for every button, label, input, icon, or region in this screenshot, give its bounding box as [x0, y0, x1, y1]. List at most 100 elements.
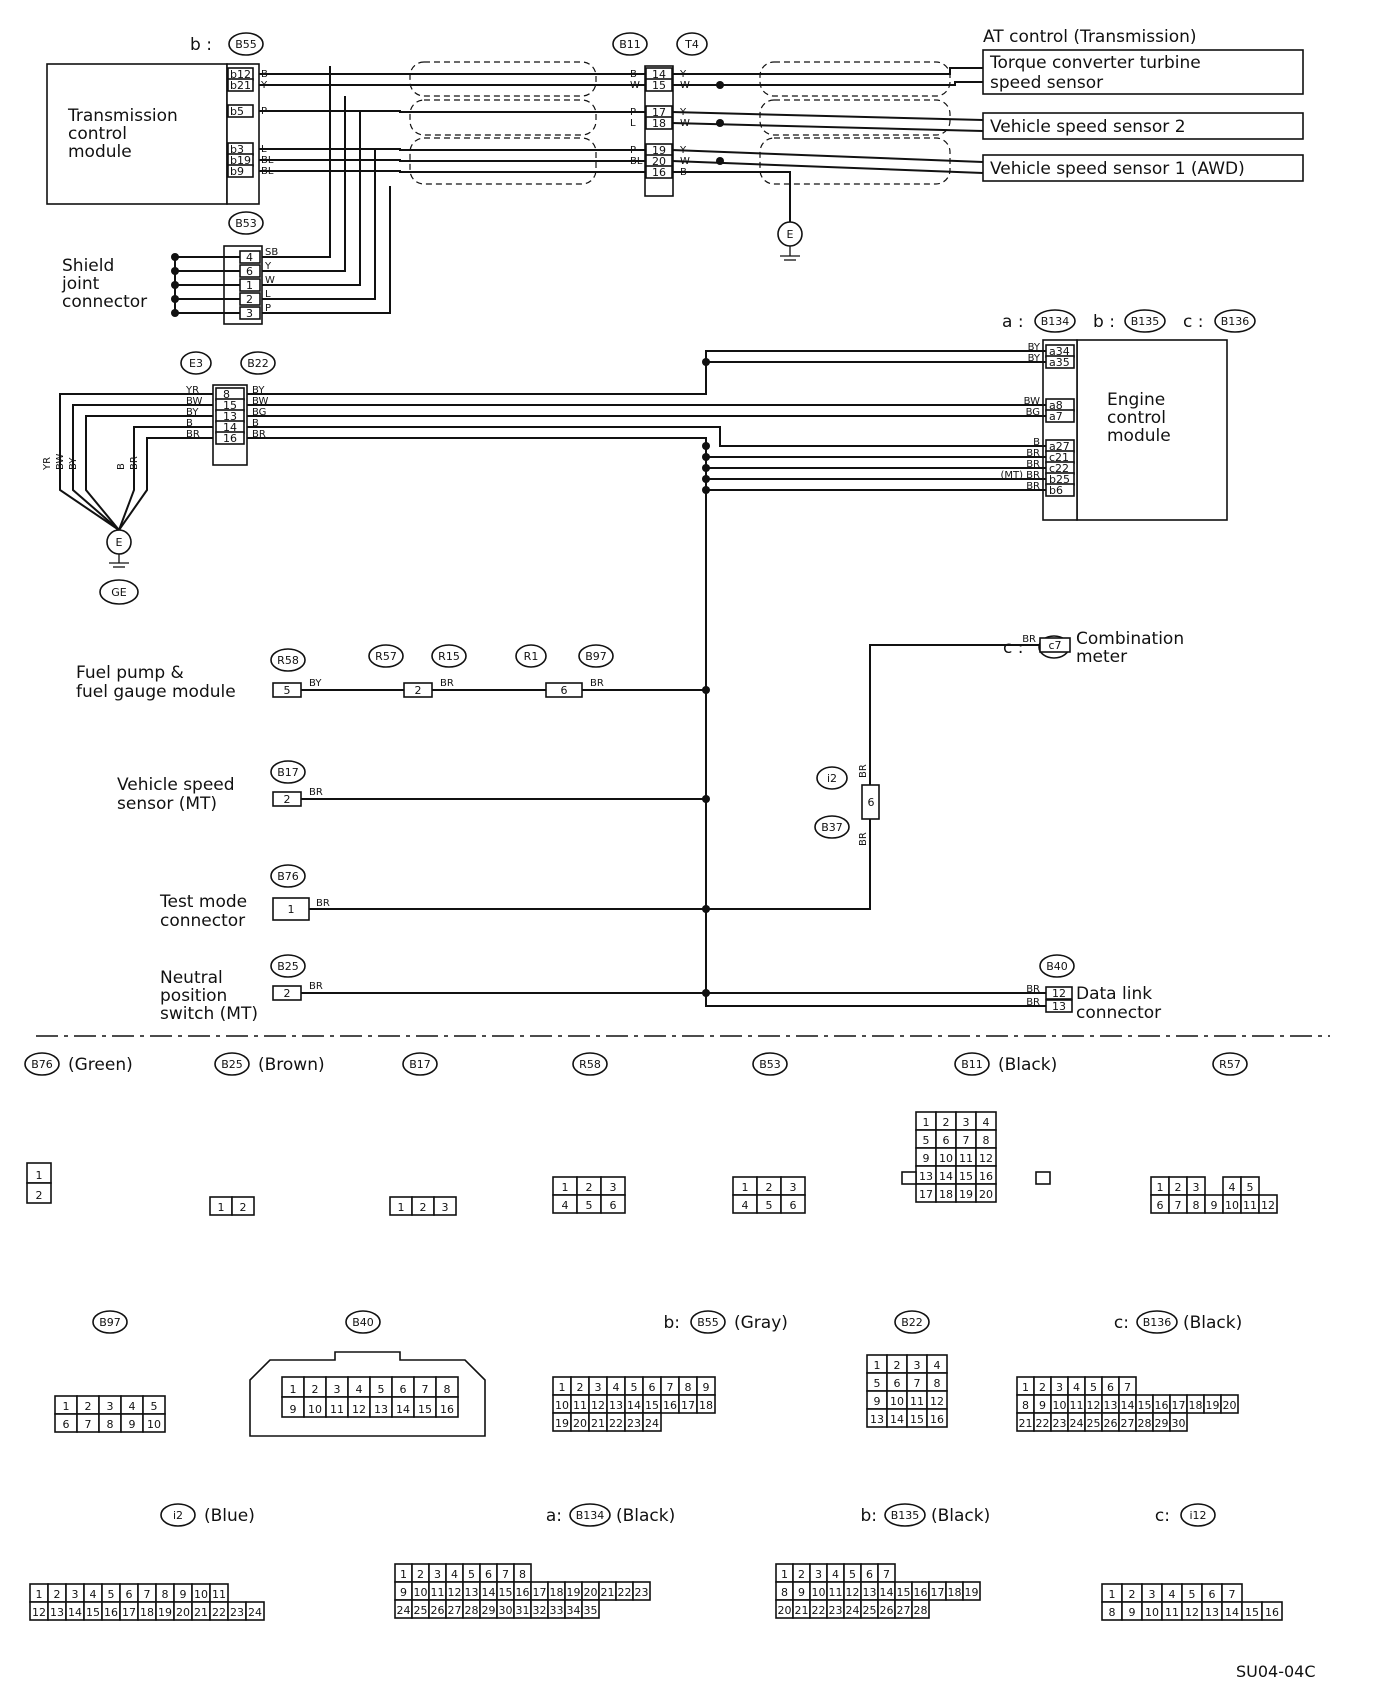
i12-wire-code: BR: [1022, 634, 1036, 645]
view-b134-cell-num: 27: [448, 1604, 462, 1617]
view-bubble: [884, 1503, 926, 1527]
b22-pin-14: 14: [223, 421, 237, 434]
view-b11-cell-num: 19: [959, 1188, 973, 1201]
e3-wire-code: B: [186, 418, 193, 429]
view-bubble: [214, 1052, 250, 1076]
b22-pin-8: 8: [223, 388, 230, 401]
view-b11-cell-num: 2: [943, 1116, 950, 1129]
ecm-wire-code: B: [1033, 437, 1040, 448]
ecm-pin-a27: a27: [1049, 440, 1070, 453]
view-code: B55: [697, 1316, 719, 1329]
neutral-label-2: position: [160, 986, 227, 1006]
vss1-label: Vehicle speed sensor 1 (AWD): [990, 159, 1245, 179]
view-b40-cell-num: 8: [444, 1383, 451, 1396]
view-b135-cell-num: 16: [914, 1586, 928, 1599]
svg-text:B37: B37: [821, 821, 843, 834]
view-b22-cell-num: 2: [894, 1359, 901, 1372]
view-b11-cell-num: 12: [979, 1152, 993, 1165]
view-i12-cell-num: 3: [1149, 1588, 1156, 1601]
view-b134-cell-num: 3: [434, 1568, 441, 1581]
view-i12-cell-num: 5: [1189, 1588, 1196, 1601]
view-code: B97: [99, 1316, 121, 1329]
fuel-label-1: Fuel pump &: [76, 663, 184, 683]
turbine-label-1: Torque converter turbine: [989, 53, 1201, 73]
view-i12-cell-num: 4: [1169, 1588, 1176, 1601]
view-i2-cell-num: 14: [68, 1606, 82, 1619]
view-b11-cell-num: 16: [979, 1170, 993, 1183]
view-b134-cell-num: 13: [465, 1586, 479, 1599]
bubble-b40: B40: [1039, 954, 1075, 978]
view-i2-cell-num: 21: [194, 1606, 208, 1619]
tcm-label-2: control: [68, 124, 127, 144]
tcm-b11-wire: [259, 148, 646, 151]
b53-wire-code: SB: [265, 247, 278, 258]
r1-pin-num: 6: [561, 684, 568, 697]
view-b22-cell-num: 11: [910, 1395, 924, 1408]
view-b135-cell-num: 14: [880, 1586, 894, 1599]
view-b97-cell-num: 2: [85, 1400, 92, 1413]
ecm-pin-a8: a8: [1049, 399, 1063, 412]
vertical-wire-code: YR: [42, 457, 53, 471]
e3-ground-wire: [59, 393, 213, 531]
bubble-b55: B55: [228, 32, 264, 56]
view-header-r57: R57: [1212, 1052, 1248, 1076]
view-header-b55: b:B55(Gray): [663, 1310, 788, 1334]
view-b134-cell-num: 18: [550, 1586, 564, 1599]
view-b25-cell: [231, 1196, 255, 1216]
view-color: (Black): [998, 1055, 1057, 1075]
view-b136-cell-num: 13: [1104, 1399, 1118, 1412]
shield-label-2: joint: [61, 274, 100, 294]
view-code: B17: [409, 1058, 431, 1071]
wire-vss1: [671, 160, 984, 174]
junction-dot: [702, 358, 710, 366]
view-b135-cell-num: 18: [948, 1586, 962, 1599]
view-b55-cell-num: 24: [645, 1417, 659, 1430]
view-bubble: [1180, 1503, 1216, 1527]
tcm-pin-cell: [227, 164, 254, 178]
tcm-pin-cell: [227, 78, 254, 92]
view-b53-cell-num: 3: [790, 1181, 797, 1194]
svg-text:E: E: [116, 536, 123, 549]
e3-ground-wire: [72, 404, 213, 531]
bubble-b25: B25: [270, 954, 306, 978]
view-b136-cell-num: 10: [1053, 1399, 1067, 1412]
view-prefix: a:: [546, 1506, 562, 1526]
view-i2-cell-num: 6: [126, 1588, 133, 1601]
view-b136-cell-num: 11: [1070, 1399, 1084, 1412]
b22-wire-code: B: [252, 418, 259, 429]
tcm-pin-b5: b5: [230, 105, 244, 118]
view-b11-cell-num: 6: [943, 1134, 950, 1147]
view-i12-cell-num: 13: [1205, 1606, 1219, 1619]
view-b11-cell-num: 20: [979, 1188, 993, 1201]
view-bubble: [954, 1052, 990, 1076]
view-b134-cell-num: 15: [499, 1586, 513, 1599]
junction-dot: [702, 989, 710, 997]
view-color: (Black): [1183, 1313, 1242, 1333]
view-i12-cell-num: 16: [1265, 1606, 1279, 1619]
e3-ground-wire: [118, 437, 213, 531]
view-b136-cell-num: 5: [1090, 1381, 1097, 1394]
view-b55-cell-num: 2: [577, 1381, 584, 1394]
view-code: B135: [891, 1509, 920, 1522]
comb-label-2: meter: [1076, 647, 1127, 667]
view-i2-cell-num: 4: [90, 1588, 97, 1601]
view-b22-cell-num: 8: [934, 1377, 941, 1390]
view-color: (Brown): [258, 1055, 325, 1075]
view-b135-cell-num: 20: [778, 1604, 792, 1617]
view-b134-cell-num: 34: [567, 1604, 581, 1617]
view-b134-cell-num: 2: [417, 1568, 424, 1581]
view-i12-cell-num: 14: [1225, 1606, 1239, 1619]
view-r57-cell-num: 3: [1193, 1181, 1200, 1194]
view-code: B53: [759, 1058, 781, 1071]
junction-dot: [702, 905, 710, 913]
svg-text:R15: R15: [438, 650, 460, 663]
view-b135-cell-num: 25: [863, 1604, 877, 1617]
wire-b: [247, 426, 1046, 447]
r58-pin-num: 5: [284, 684, 291, 697]
junction-dot: [702, 464, 710, 472]
view-b22-cell-num: 10: [890, 1395, 904, 1408]
i2-connector: [861, 784, 880, 820]
